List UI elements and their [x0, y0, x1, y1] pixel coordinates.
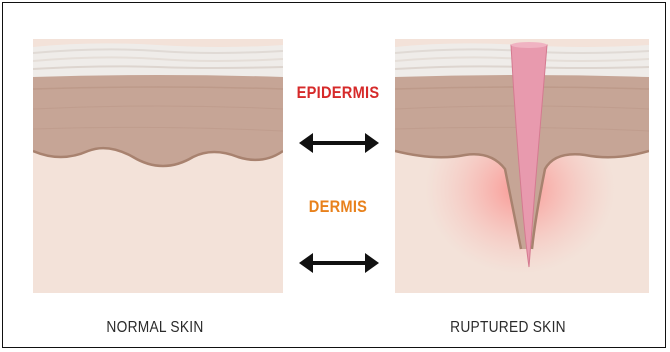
dermis-double-arrow	[299, 251, 379, 275]
ruptured-skin-illustration	[395, 39, 649, 293]
epidermis-label: EPIDERMIS	[282, 83, 394, 103]
normal-skin-caption: NORMAL SKIN	[60, 319, 249, 337]
ruptured-skin-caption: RUPTURED SKIN	[401, 319, 616, 337]
epidermis-double-arrow	[299, 131, 379, 155]
diagram-frame: EPIDERMIS DERMIS NORMAL SKIN RUPTURED SK…	[2, 2, 666, 348]
rupture-opening	[511, 42, 547, 48]
dermis-label: DERMIS	[282, 197, 394, 217]
normal-skin-illustration	[33, 39, 283, 293]
